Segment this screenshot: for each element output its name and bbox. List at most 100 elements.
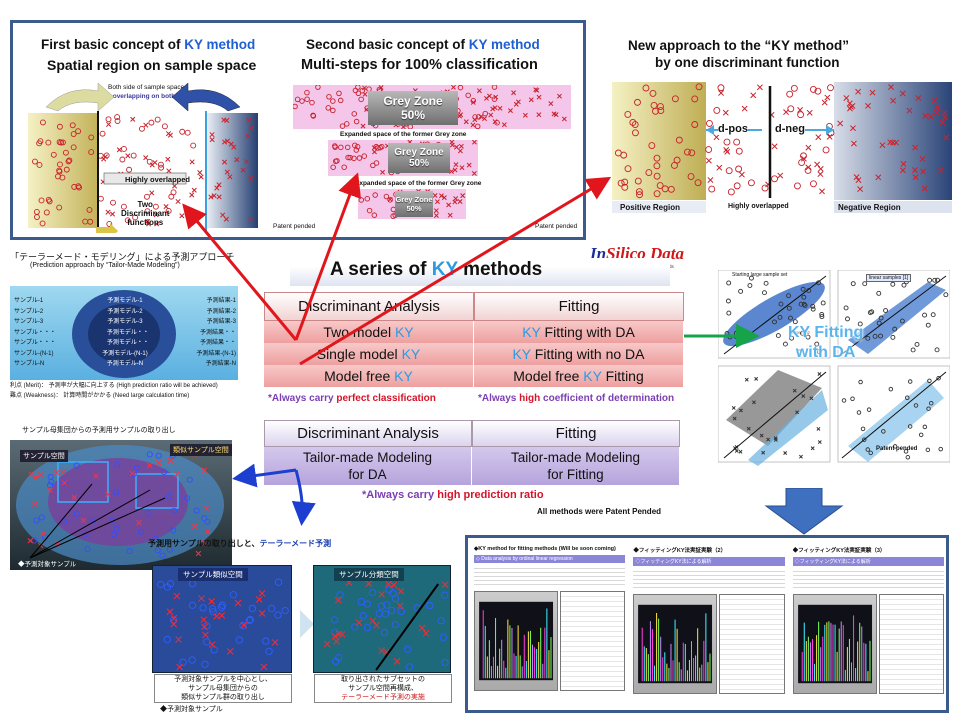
cross-mark xyxy=(222,139,228,145)
circle-mark xyxy=(339,123,346,129)
cross-mark xyxy=(759,433,764,438)
experiment-bar: ◇フィッティングKY法による解析 xyxy=(633,557,785,566)
circle-mark xyxy=(372,192,378,198)
circle-mark xyxy=(179,658,187,666)
circle-mark xyxy=(683,148,691,156)
cross-mark xyxy=(197,170,203,176)
experiment-screenshot xyxy=(474,591,626,691)
circle-mark xyxy=(922,312,927,318)
cross-mark xyxy=(888,84,894,90)
cross-mark xyxy=(209,137,215,143)
cross-mark xyxy=(911,167,918,174)
cross-mark xyxy=(869,89,876,96)
circle-mark xyxy=(800,286,806,292)
circle-mark xyxy=(439,633,448,641)
circle-mark xyxy=(925,447,931,453)
cross-mark xyxy=(705,157,712,164)
cross-mark xyxy=(817,171,824,178)
classification-space-panel: サンプル分類空間 xyxy=(313,565,451,673)
cross-mark xyxy=(433,208,439,214)
circle-mark xyxy=(814,341,820,347)
circle-mark xyxy=(927,277,933,283)
cross-mark xyxy=(922,112,929,119)
circle-mark xyxy=(926,406,931,411)
circle-mark xyxy=(126,548,133,555)
circle-mark xyxy=(814,87,822,95)
cross-mark xyxy=(240,167,246,173)
cross-mark xyxy=(146,462,153,469)
cross-mark xyxy=(175,636,182,643)
cross-mark xyxy=(380,169,386,175)
circle-mark xyxy=(332,657,340,665)
cross-mark xyxy=(116,147,122,153)
cross-mark xyxy=(191,187,197,193)
concept1-subtitle: Spatial region on sample space xyxy=(47,57,257,73)
cross-mark xyxy=(488,112,494,118)
cross-mark xyxy=(173,592,181,600)
circle-mark xyxy=(375,609,383,618)
cross-mark xyxy=(931,97,938,104)
circle-mark xyxy=(634,98,641,106)
circle-mark xyxy=(341,164,347,170)
tailor-row: サンプル・・・予測モデル・・予測結果・・ xyxy=(14,340,236,346)
circle-mark xyxy=(649,89,657,97)
circle-mark xyxy=(671,162,678,169)
cross-mark xyxy=(718,90,725,96)
cross-mark xyxy=(906,107,913,114)
circle-mark xyxy=(798,301,804,307)
circle-mark xyxy=(370,162,376,169)
circle-mark xyxy=(73,510,80,517)
circle-mark xyxy=(358,197,365,203)
cross-mark xyxy=(333,638,340,645)
circle-mark xyxy=(246,615,254,624)
fit-start-label: Starting large sample set xyxy=(732,272,788,278)
circle-mark xyxy=(788,315,793,321)
highly-overlapped-label: Highly overlapped xyxy=(728,203,789,210)
cross-mark xyxy=(875,174,882,181)
circle-mark xyxy=(199,604,207,612)
circle-mark xyxy=(38,514,45,521)
cross-mark xyxy=(472,140,477,145)
sample-space-diagram: サンプル空間 類似サンプル空間 ◆予測対象サンプル xyxy=(10,440,232,570)
circle-mark xyxy=(475,114,482,120)
circle-mark xyxy=(820,300,826,306)
expanded-label-2: Expanded space of the former Grey zone xyxy=(355,180,482,187)
circle-mark xyxy=(281,606,289,615)
cross-mark xyxy=(205,528,211,535)
circle-mark xyxy=(157,161,164,168)
circle-mark xyxy=(695,83,703,91)
circle-mark xyxy=(143,193,150,200)
concept2-title: Second basic concept of KY method xyxy=(306,37,540,52)
circle-mark xyxy=(437,617,445,625)
table-row: Model free KY Model free KY Fitting xyxy=(264,365,684,387)
circle-mark xyxy=(61,480,68,487)
cross-mark xyxy=(208,641,216,648)
circle-mark xyxy=(648,142,656,150)
cross-mark xyxy=(248,175,254,181)
cross-mark xyxy=(801,394,806,398)
methods-table: Discriminant Analysis Fitting Two model … xyxy=(264,292,684,387)
cross-mark xyxy=(105,491,111,498)
cross-mark xyxy=(857,186,864,193)
circle-mark xyxy=(725,298,731,304)
circle-mark xyxy=(723,138,731,146)
cross-mark xyxy=(799,454,803,459)
circle-mark xyxy=(139,125,145,132)
circle-mark xyxy=(373,160,380,166)
cross-mark xyxy=(756,84,763,91)
cross-mark xyxy=(746,426,751,431)
negative-region-label: Negative Region xyxy=(838,203,901,212)
cross-mark xyxy=(900,160,907,167)
cross-mark xyxy=(189,159,195,165)
circle-mark xyxy=(111,531,118,538)
concept2-subtitle: Multi-steps for 100% classification xyxy=(301,57,538,73)
cross-mark xyxy=(890,139,896,146)
circle-mark xyxy=(857,321,863,327)
circle-mark xyxy=(45,139,52,146)
circle-mark xyxy=(165,207,172,214)
d-pos-label: d-pos xyxy=(718,123,748,135)
cross-mark xyxy=(561,116,567,122)
cross-mark xyxy=(797,107,804,113)
